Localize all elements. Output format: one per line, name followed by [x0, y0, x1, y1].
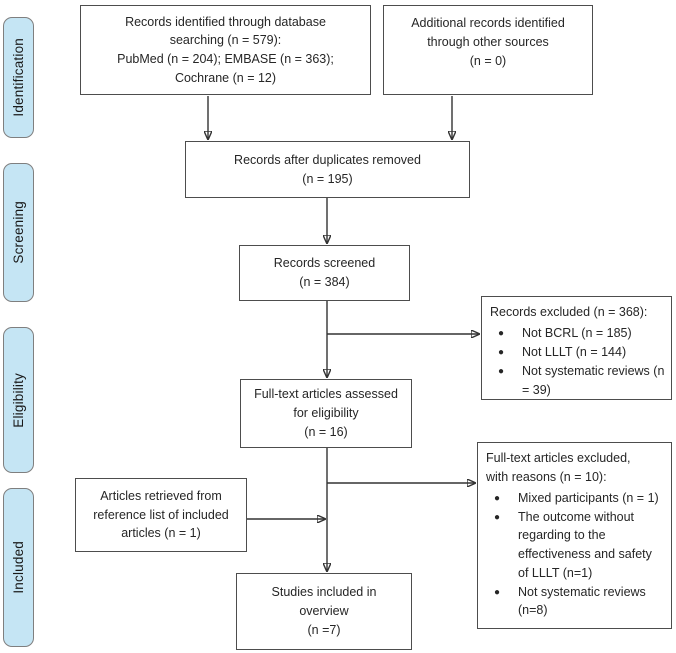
stage-included: Included — [3, 488, 34, 647]
bullet-icon: ● — [494, 492, 501, 504]
stage-screening-label: Screening — [11, 201, 26, 264]
fulltext-excluded-list: ● Mixed participants (n = 1) ● The outco… — [486, 489, 665, 621]
stage-eligibility: Eligibility — [3, 327, 34, 473]
stage-included-label: Included — [11, 541, 26, 594]
list-item: ● Not systematic reviews (n = 39) — [498, 363, 665, 397]
stage-identification: Identification — [3, 17, 34, 138]
box-duplicates-removed-text: Records after duplicates removed (n = 19… — [234, 152, 421, 186]
box-records-excluded-title: Records excluded (n = 368): — [490, 305, 648, 319]
box-additional-records-text: Additional records identified through ot… — [411, 16, 565, 68]
stage-identification-label: Identification — [11, 38, 26, 117]
box-records-screened: Records screened (n = 384) — [239, 245, 410, 301]
box-fulltext-assessed: Full-text articles assessed for eligibil… — [240, 379, 412, 448]
box-records-screened-text: Records screened (n = 384) — [273, 256, 376, 289]
box-duplicates-removed: Records after duplicates removed (n = 19… — [185, 141, 470, 198]
box-articles-retrieved: Articles retrieved from reference list o… — [75, 478, 247, 552]
stage-eligibility-label: Eligibility — [11, 372, 26, 428]
box-studies-included: Studies included in overview (n =7) — [236, 573, 412, 650]
box-articles-retrieved-text: Articles retrieved from reference list o… — [93, 488, 229, 541]
list-item: ● Not LLLT (n = 144) — [498, 343, 665, 362]
box-additional-records: Additional records identified through ot… — [383, 5, 593, 95]
box-fulltext-assessed-text: Full-text articles assessed for eligibil… — [254, 387, 398, 439]
bullet-icon: ● — [494, 586, 501, 598]
list-item: ● The outcome without regarding to the e… — [494, 509, 652, 580]
list-item: ● Not systematic reviews (n=8) — [494, 584, 646, 618]
box-records-identified: Records identified through database sear… — [80, 5, 371, 95]
list-item: ● Not BCRL (n = 185) — [498, 324, 665, 343]
bullet-icon: ● — [498, 365, 505, 377]
bullet-icon: ● — [494, 511, 501, 523]
bullet-icon: ● — [498, 327, 505, 339]
box-studies-included-text: Studies included in overview (n =7) — [271, 585, 377, 637]
bullet-icon: ● — [498, 346, 505, 358]
box-records-excluded: Records excluded (n = 368): ● Not BCRL (… — [481, 296, 672, 400]
records-excluded-list: ● Not BCRL (n = 185) ● Not LLLT (n = 144… — [490, 324, 665, 400]
box-fulltext-excluded: Full-text articles excluded, with reason… — [477, 442, 672, 629]
stage-screening: Screening — [3, 163, 34, 302]
box-records-identified-text: Records identified through database sear… — [117, 14, 334, 85]
list-item: ● Mixed participants (n = 1) — [494, 489, 665, 508]
box-fulltext-excluded-title: Full-text articles excluded, with reason… — [486, 451, 631, 484]
